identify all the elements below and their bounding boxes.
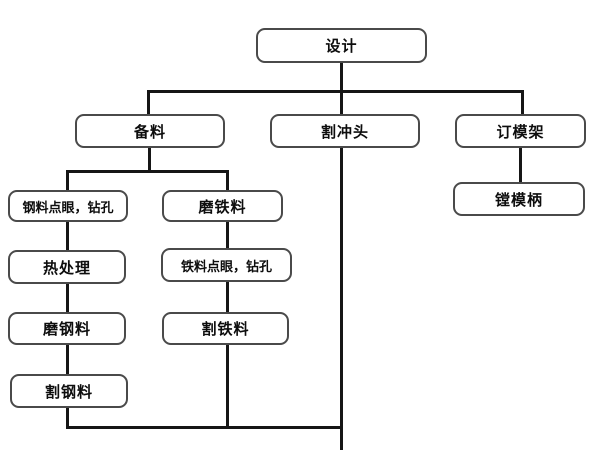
- node-cut-punch: 割冲头: [270, 114, 420, 148]
- node-steel-mark-drill: 钢料点眼，钻孔: [8, 190, 128, 222]
- connector-merge-horizontal: [66, 426, 343, 429]
- connector-level2-horizontal: [147, 90, 524, 93]
- connector-cutsteel-to-merge: [66, 408, 69, 428]
- node-cut-steel: 割钢料: [10, 374, 128, 408]
- connector-grindiron-to-ironmark: [226, 222, 229, 249]
- connector-heat-to-grindsteel: [66, 284, 69, 313]
- connector-orderframe-to-borehandle: [519, 148, 522, 183]
- connector-cutiron-to-merge: [226, 345, 229, 428]
- connector-prepare-stem: [148, 148, 151, 172]
- connector-drop-iron-column: [226, 170, 229, 192]
- connector-steelmark-to-heat: [66, 222, 69, 251]
- node-heat-treatment: 热处理: [8, 250, 126, 284]
- connector-grindsteel-to-cutsteel: [66, 345, 69, 375]
- node-cut-iron: 割铁料: [162, 312, 289, 345]
- node-grind-iron: 磨铁料: [162, 190, 283, 222]
- connector-ironmark-to-cutiron: [226, 282, 229, 313]
- node-order-mold-frame: 订模架: [455, 114, 586, 148]
- node-iron-mark-drill: 铁料点眼，钻孔: [161, 248, 292, 282]
- connector-drop-order-frame: [521, 90, 524, 116]
- node-bore-mold-handle: 镗模柄: [453, 182, 585, 216]
- node-grind-steel: 磨钢料: [8, 312, 126, 345]
- connector-drop-prepare: [147, 90, 150, 116]
- node-design: 设计: [256, 28, 427, 63]
- connector-prepare-horizontal: [66, 170, 229, 173]
- connector-cutpunch-down: [340, 148, 343, 450]
- node-prepare-material: 备料: [75, 114, 225, 148]
- connector-design-stem: [340, 62, 343, 114]
- connector-drop-steel-column: [66, 170, 69, 192]
